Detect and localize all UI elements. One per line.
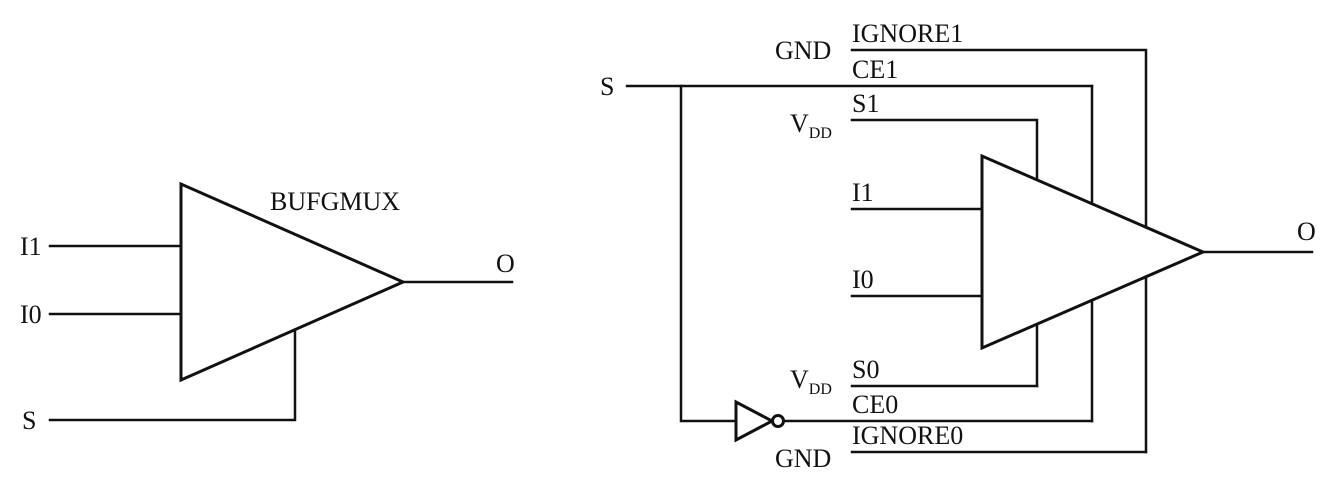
left-i1-label: I1 [20,232,42,261]
ce1-label: CE1 [852,55,898,84]
right-s-label: S [600,72,614,101]
inverter-bubble [771,414,785,428]
gnd-bottom-label: GND [775,444,831,473]
vdd-bottom-label: VDD [790,365,832,398]
right-o-label: O [1297,217,1316,246]
left-s-wire [48,328,297,422]
vdd-top-label: VDD [790,109,832,142]
ignore0-label: IGNORE0 [852,421,963,450]
mux-buffer-triangle [980,153,1207,351]
gnd-top-label: GND [775,36,831,65]
s0-label: S0 [852,355,879,384]
s1-label: S1 [852,89,879,118]
left-s-label: S [22,406,36,435]
ignore1-wire [850,48,1148,454]
bufgmux-label: BUFGMUX [270,187,400,216]
ignore1-label: IGNORE1 [852,19,963,48]
s-branch-wire [679,84,738,423]
bufgmux-triangle [179,181,407,383]
right-i1-label: I1 [852,178,874,207]
bufgmux-symbol: BUFGMUX I1 I0 S O [20,181,515,435]
left-i0-label: I0 [20,300,42,329]
left-o-label: O [496,249,515,278]
equivalent-circuit: GND IGNORE1 CE1 S VDD S1 I1 I0 O VDD S0 … [600,19,1316,473]
ce0-label: CE0 [852,390,898,419]
right-i0-label: I0 [852,265,874,294]
inverter-triangle [734,399,776,443]
